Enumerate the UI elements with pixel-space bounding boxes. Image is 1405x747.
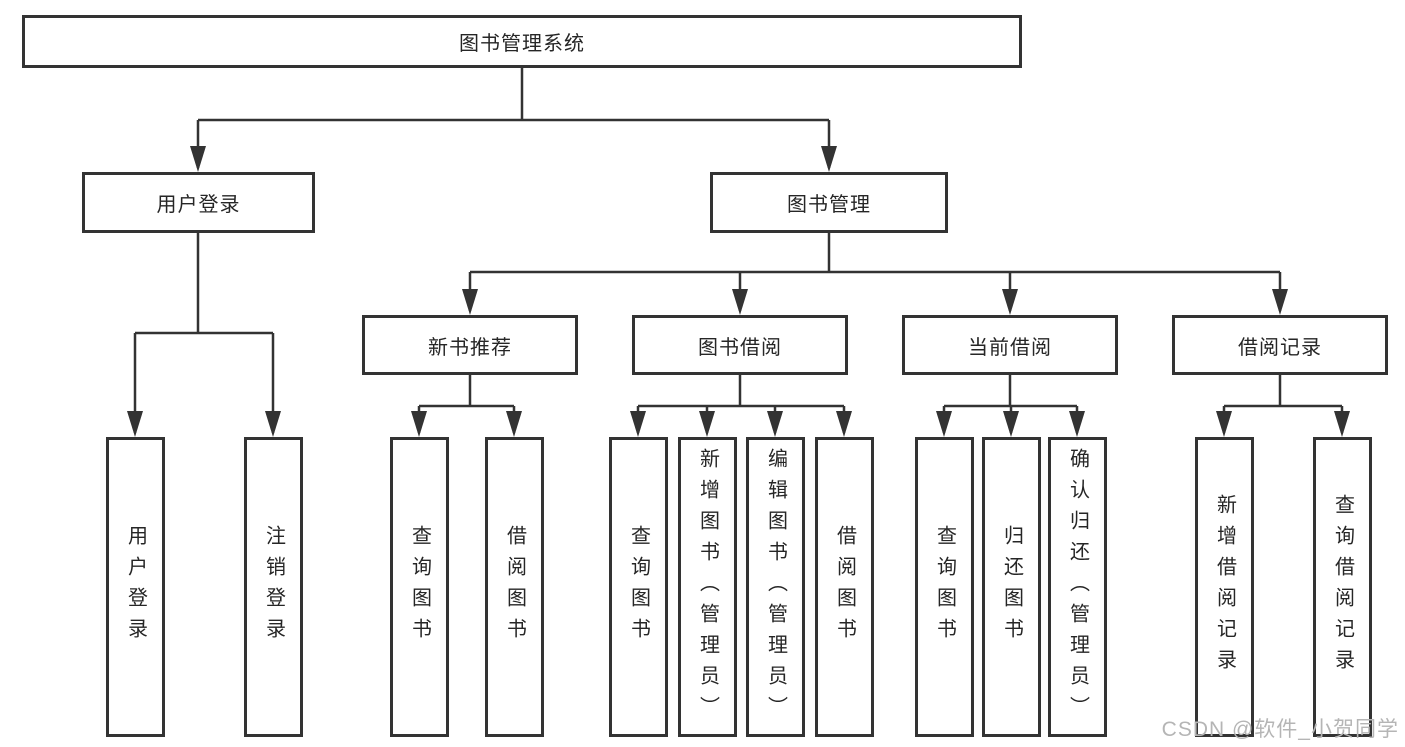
leaf-query-books-borrowing: 查询图书 <box>609 437 668 737</box>
arrowhead <box>506 411 522 437</box>
leaf-return-books: 归还图书 <box>982 437 1041 737</box>
arrowhead <box>190 146 206 172</box>
leaf-logout: 注销登录 <box>244 437 303 737</box>
leaf-confirm-return-admin: 确认归还（管理员） <box>1048 437 1107 737</box>
arrowhead <box>836 411 852 437</box>
arrowhead <box>1069 411 1085 437</box>
arrowhead <box>1334 411 1350 437</box>
leaf-borrow-books: 借阅图书 <box>815 437 874 737</box>
arrowhead <box>699 411 715 437</box>
node-borrowing-records: 借阅记录 <box>1172 315 1388 375</box>
arrowhead <box>1272 289 1288 315</box>
arrowhead <box>411 411 427 437</box>
leaf-query-borrow-record: 查询借阅记录 <box>1313 437 1372 737</box>
arrowhead <box>821 146 837 172</box>
leaf-query-books-current: 查询图书 <box>915 437 974 737</box>
arrowhead <box>1003 411 1019 437</box>
connector-borrowing-fan <box>636 375 846 433</box>
leaf-borrow-books-recommend: 借阅图书 <box>485 437 544 737</box>
connector-userlogin-fan <box>133 233 275 433</box>
csdn-watermark: CSDN @软件_小贺同学 <box>1161 718 1399 741</box>
node-new-book-recommend: 新书推荐 <box>362 315 578 375</box>
arrowhead <box>936 411 952 437</box>
arrowhead <box>630 411 646 437</box>
arrowhead <box>265 411 281 437</box>
connector-newbook-fan <box>417 375 516 433</box>
leaf-add-book-admin: 新增图书（管理员） <box>678 437 737 737</box>
arrowhead <box>462 289 478 315</box>
leaf-add-borrow-record: 新增借阅记录 <box>1195 437 1254 737</box>
node-book-management: 图书管理 <box>710 172 948 233</box>
connector-records-fan <box>1222 375 1344 433</box>
connector-bookmgmt-fan <box>468 233 1282 311</box>
arrowhead <box>732 289 748 315</box>
node-current-borrowing: 当前借阅 <box>902 315 1118 375</box>
connector-current-fan <box>942 375 1079 433</box>
leaf-query-books-recommend: 查询图书 <box>390 437 449 737</box>
leaf-user-login: 用户登录 <box>106 437 165 737</box>
arrowhead <box>767 411 783 437</box>
arrowhead <box>1216 411 1232 437</box>
node-book-borrowing: 图书借阅 <box>632 315 848 375</box>
connector-root-to-level2 <box>196 67 831 168</box>
node-root-system: 图书管理系统 <box>22 15 1022 68</box>
node-user-login: 用户登录 <box>82 172 315 233</box>
leaf-edit-book-admin: 编辑图书（管理员） <box>746 437 805 737</box>
arrowhead <box>1002 289 1018 315</box>
arrowhead <box>127 411 143 437</box>
